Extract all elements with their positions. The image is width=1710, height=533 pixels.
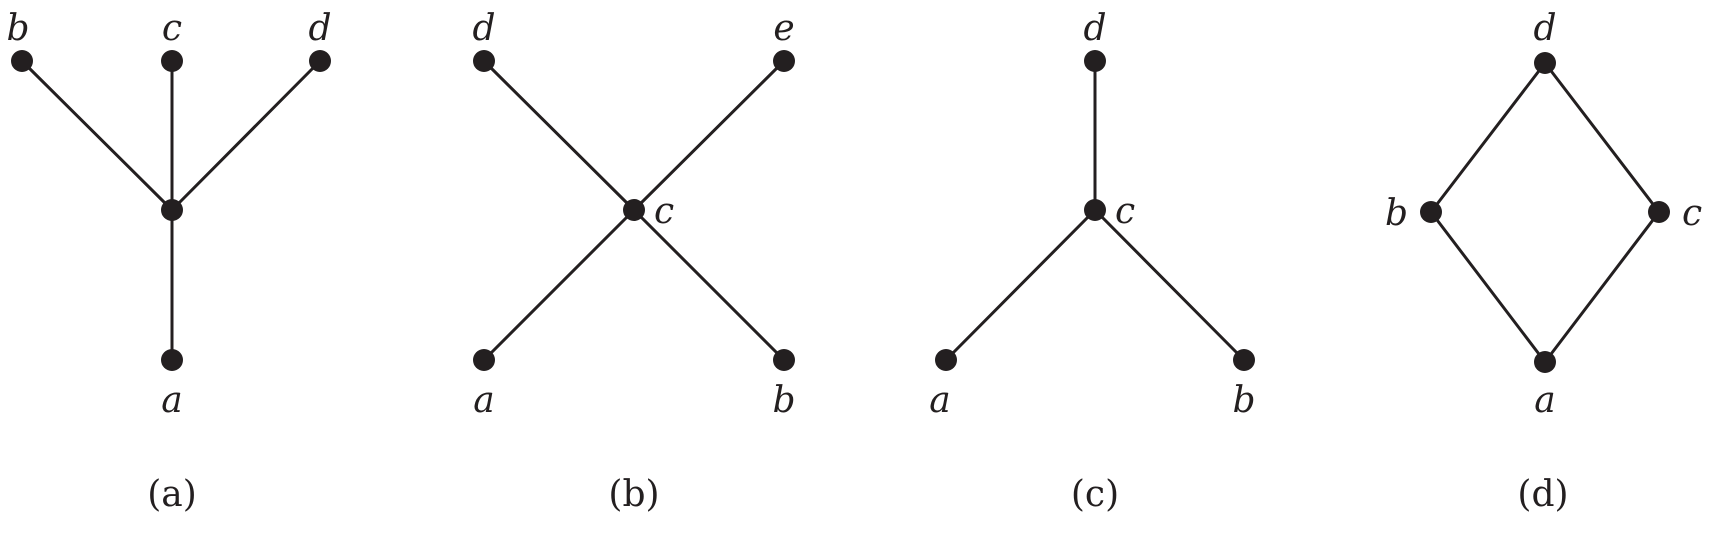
graph-b-vertex-label-c: c bbox=[654, 191, 674, 232]
graph-c-vertex-label-b: b bbox=[1232, 380, 1255, 421]
graph-a-vertex-label-b: b bbox=[6, 8, 29, 49]
graph-d-vertex-label-d: d bbox=[1533, 8, 1556, 49]
graph-c-vertex-label-d: d bbox=[1083, 8, 1106, 49]
nodes-layer bbox=[11, 50, 1670, 373]
graph-b-caption: (b) bbox=[608, 474, 659, 515]
graph-a-edge-d-hub bbox=[170, 59, 322, 212]
graph-a-vertex-b bbox=[11, 50, 33, 72]
graph-d-vertex-d bbox=[1534, 52, 1556, 74]
graph-b-vertex-label-b: b bbox=[772, 380, 795, 421]
graph-b-edge-d-c bbox=[482, 59, 636, 212]
graph-d-vertex-b bbox=[1420, 201, 1442, 223]
graph-b-vertex-b bbox=[773, 349, 795, 371]
graph-c-caption: (c) bbox=[1071, 474, 1119, 515]
graph-c-vertex-label-c: c bbox=[1115, 191, 1135, 232]
graph-c-vertex-c bbox=[1084, 199, 1106, 221]
graph-c-edge-c-a bbox=[944, 208, 1097, 362]
graph-b-vertex-c bbox=[623, 199, 645, 221]
graph-a-caption: (a) bbox=[147, 474, 197, 515]
graph-c-edge-c-b bbox=[1093, 208, 1246, 362]
graph-d-vertex-label-c: c bbox=[1682, 193, 1702, 234]
graph-a-vertex-c bbox=[161, 50, 183, 72]
graph-b-vertex-label-a: a bbox=[473, 380, 494, 421]
graph-c-vertex-d bbox=[1084, 50, 1106, 72]
graph-a-vertex-hub bbox=[161, 199, 183, 221]
graph-d-vertex-label-a: a bbox=[1534, 380, 1555, 421]
graph-b-vertex-d bbox=[473, 50, 495, 72]
graph-b-edge-c-b bbox=[632, 208, 786, 362]
graph-a-vertex-label-c: c bbox=[162, 8, 182, 49]
captions-layer: (a) (b) (c) (d) bbox=[147, 474, 1568, 515]
graph-d-edge-b-a bbox=[1429, 210, 1547, 364]
graph-b-vertex-e bbox=[773, 50, 795, 72]
graph-c-vertex-a bbox=[935, 349, 957, 371]
edges-layer bbox=[20, 59, 1661, 364]
graph-d-vertex-label-b: b bbox=[1385, 193, 1408, 234]
graph-a-vertex-label-d: d bbox=[308, 8, 331, 49]
graph-d-caption: (d) bbox=[1517, 474, 1568, 515]
graph-a-edge-b-hub bbox=[20, 59, 174, 212]
graph-d-edge-c-a bbox=[1543, 210, 1661, 364]
graph-c-vertex-label-a: a bbox=[929, 380, 950, 421]
graph-d-edge-d-b bbox=[1429, 61, 1547, 214]
graph-d-edge-d-c bbox=[1543, 61, 1661, 214]
graph-b-vertex-a bbox=[473, 349, 495, 371]
graph-b-edge-e-c bbox=[632, 59, 786, 212]
graph-b-vertex-label-e: e bbox=[773, 8, 794, 49]
graph-a-vertex-label-a: a bbox=[161, 380, 182, 421]
graph-b-vertex-label-d: d bbox=[472, 8, 495, 49]
graph-d-vertex-c bbox=[1648, 201, 1670, 223]
graph-a-vertex-d bbox=[309, 50, 331, 72]
graph-d-vertex-a bbox=[1534, 351, 1556, 373]
graph-c-vertex-b bbox=[1233, 349, 1255, 371]
labels-layer: b c d a d e c a b d c a b d b c a bbox=[6, 8, 1702, 421]
graph-b-edge-c-a bbox=[482, 208, 636, 362]
graph-a-vertex-a bbox=[161, 349, 183, 371]
